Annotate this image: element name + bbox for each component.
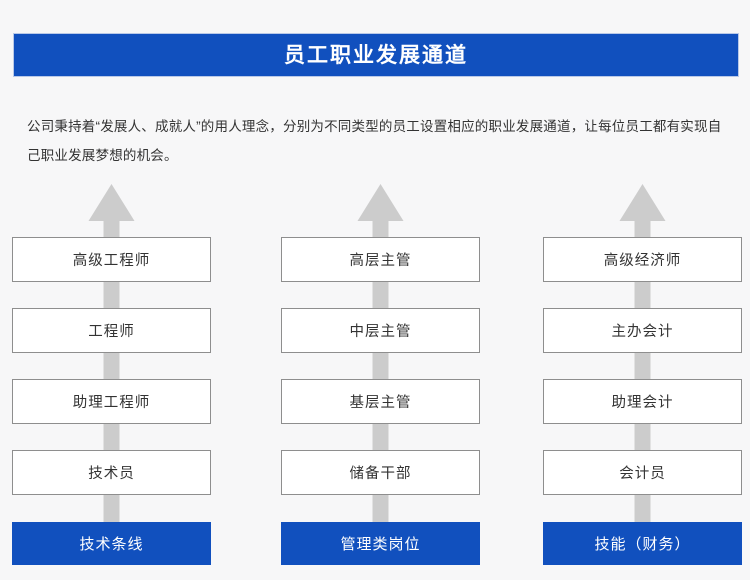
career-column-technical: 高级工程师 工程师 助理工程师 技术员 技术条线 bbox=[12, 178, 211, 578]
level-box[interactable]: 高级经济师 bbox=[543, 237, 742, 282]
career-column-management: 高层主管 中层主管 基层主管 储备干部 管理类岗位 bbox=[281, 178, 480, 578]
level-box[interactable]: 主办会计 bbox=[543, 308, 742, 353]
level-box[interactable]: 基层主管 bbox=[281, 379, 480, 424]
level-box[interactable]: 高级工程师 bbox=[12, 237, 211, 282]
level-box[interactable]: 会计员 bbox=[543, 450, 742, 495]
career-column-skill-finance: 高级经济师 主办会计 助理会计 会计员 技能（财务） bbox=[543, 178, 742, 578]
level-box[interactable]: 储备干部 bbox=[281, 450, 480, 495]
channel-footer-label[interactable]: 技术条线 bbox=[12, 522, 211, 565]
intro-paragraph: 公司秉持着“发展人、成就人”的用人理念，分别为不同类型的员工设置相应的职业发展通… bbox=[27, 118, 722, 163]
channel-footer-label[interactable]: 技能（财务） bbox=[543, 522, 742, 565]
level-box[interactable]: 中层主管 bbox=[281, 308, 480, 353]
channel-footer-label[interactable]: 管理类岗位 bbox=[281, 522, 480, 565]
level-box[interactable]: 高层主管 bbox=[281, 237, 480, 282]
level-box[interactable]: 技术员 bbox=[12, 450, 211, 495]
page-title-banner: 员工职业发展通道 bbox=[13, 33, 739, 77]
level-box[interactable]: 助理会计 bbox=[543, 379, 742, 424]
level-box[interactable]: 工程师 bbox=[12, 308, 211, 353]
level-box[interactable]: 助理工程师 bbox=[12, 379, 211, 424]
page-title: 员工职业发展通道 bbox=[284, 43, 468, 67]
career-channels: 高级工程师 工程师 助理工程师 技术员 技术条线 高层主管 中层主管 基层主管 … bbox=[0, 178, 750, 578]
